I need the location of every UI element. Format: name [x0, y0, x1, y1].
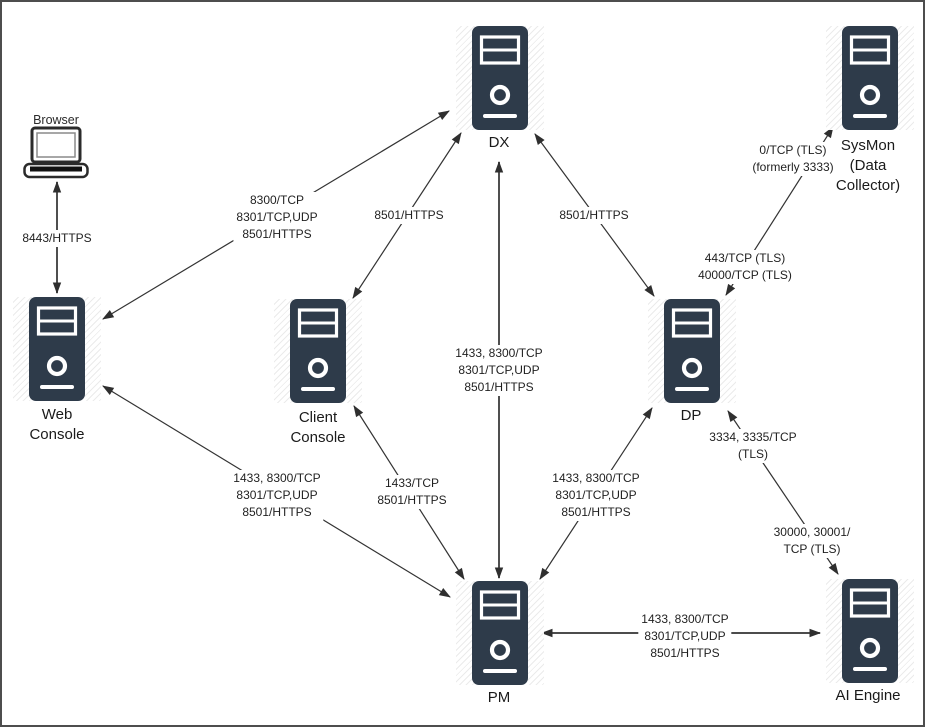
- edge-label-pm-ai: 1433, 8300/TCP 8301/TCP,UDP 8501/HTTPS: [638, 611, 732, 662]
- edge-label-line: 8501/HTTPS: [242, 227, 312, 241]
- edge-label-web-console-dx: 8300/TCP 8301/TCP,UDP 8501/HTTPS: [233, 192, 321, 243]
- edge-label-dp-ai-lower: 30000, 30001/ TCP (TLS): [770, 524, 854, 558]
- server-tower-icon: [456, 581, 544, 685]
- edge-label-line: 1433, 8300/TCP: [233, 471, 321, 485]
- edge-label-web-console-pm: 1433, 8300/TCP 8301/TCP,UDP 8501/HTTPS: [230, 470, 324, 521]
- edge-label-line: 8501/HTTPS: [650, 646, 720, 660]
- edge-label-line: 8301/TCP,UDP: [555, 488, 637, 502]
- edge-label-line: 8443/HTTPS: [22, 231, 92, 245]
- edge-label-client-console-pm: 1433/TCP 8501/HTTPS: [374, 475, 450, 509]
- node-label-dp: DP: [680, 407, 702, 424]
- node-label-dx: DX: [488, 134, 510, 151]
- edge-label-client-console-dx: 8501/HTTPS: [371, 207, 447, 224]
- edge-label-line: 1433, 8300/TCP: [455, 346, 543, 360]
- edge-label-line: 8501/HTTPS: [464, 380, 534, 394]
- node-label-client-console: Client Console: [290, 408, 345, 448]
- edge-label-line: 8301/TCP,UDP: [644, 629, 726, 643]
- node-label-web-console: Web Console: [29, 405, 84, 445]
- edge-label-dp-sysmon-lower: 443/TCP (TLS) 40000/TCP (TLS): [695, 250, 795, 284]
- label-line: Web: [41, 406, 73, 423]
- label-line: Client: [298, 409, 338, 426]
- label-line: (Data: [849, 157, 887, 174]
- edge-label-line: 1433, 8300/TCP: [552, 471, 640, 485]
- edge-label-line: (TLS): [738, 447, 768, 461]
- server-tower-icon: [826, 26, 914, 130]
- label-line: SysMon: [840, 137, 896, 154]
- edge-label-line: 8301/TCP,UDP: [458, 363, 540, 377]
- edge-label-dp-pm: 1433, 8300/TCP 8301/TCP,UDP 8501/HTTPS: [549, 470, 643, 521]
- edge-label-line: 40000/TCP (TLS): [698, 268, 792, 282]
- edge-label-line: TCP (TLS): [783, 542, 841, 556]
- node-label-ai-engine: AI Engine: [835, 687, 901, 704]
- edge-label-line: 8501/HTTPS: [377, 493, 447, 507]
- edge-label-dp-sysmon-upper: 0/TCP (TLS) (formerly 3333): [749, 142, 837, 176]
- edge-label-dx-pm: 1433, 8300/TCP 8301/TCP,UDP 8501/HTTPS: [452, 345, 546, 396]
- server-tower-icon: [13, 297, 101, 401]
- edge-label-line: 0/TCP (TLS): [759, 143, 827, 157]
- edge-label-dx-dp: 8501/HTTPS: [556, 207, 632, 224]
- node-label-sysmon: SysMon (Data Collector): [836, 136, 900, 196]
- edge-label-line: 8301/TCP,UDP: [236, 210, 318, 224]
- node-label-browser: Browser: [33, 113, 79, 127]
- server-tower-icon: [826, 579, 914, 683]
- node-label-pm: PM: [487, 689, 511, 706]
- server-tower-icon: [648, 299, 736, 403]
- edge-label-line: 8501/HTTPS: [242, 505, 312, 519]
- edge-label-line: 30000, 30001/: [773, 525, 851, 539]
- label-line: Collector): [835, 177, 901, 194]
- edge-label-browser-web-console: 8443/HTTPS: [19, 230, 95, 247]
- edge-label-line: 443/TCP (TLS): [704, 251, 786, 265]
- laptop-icon: [23, 126, 89, 179]
- edge-label-line: 8501/HTTPS: [559, 208, 629, 222]
- server-tower-icon: [456, 26, 544, 130]
- edge-label-line: 3334, 3335/TCP: [709, 430, 797, 444]
- edge-label-line: 1433/TCP: [384, 476, 440, 490]
- edge-label-line: 8301/TCP,UDP: [236, 488, 318, 502]
- edge-label-dp-ai-upper: 3334, 3335/TCP (TLS): [706, 429, 800, 463]
- edge-label-line: 8501/HTTPS: [561, 505, 631, 519]
- edge-label-line: 8300/TCP: [249, 193, 305, 207]
- edge-label-line: 1433, 8300/TCP: [641, 612, 729, 626]
- label-line: Console: [29, 426, 85, 443]
- server-tower-icon: [274, 299, 362, 403]
- label-line: Console: [290, 429, 346, 446]
- edge-label-line: (formerly 3333): [752, 160, 834, 174]
- edge-label-line: 8501/HTTPS: [374, 208, 444, 222]
